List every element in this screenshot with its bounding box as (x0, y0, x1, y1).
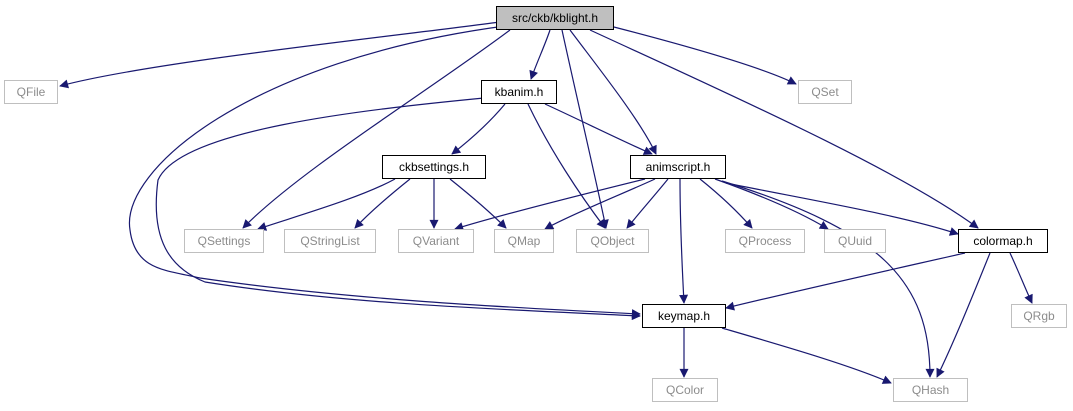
node-qfile: QFile (4, 80, 58, 104)
edge-ckbsettings-to-qstringlist (354, 178, 411, 229)
edge-root-to-kbanim (529, 29, 551, 80)
edge-colormap-to-qrgb (1009, 252, 1033, 304)
node-qhash: QHash (893, 378, 968, 402)
edge-kbanim-to-animscript (544, 103, 653, 155)
edge-root-to-qfile (59, 21, 501, 89)
node-qset: QSet (798, 80, 852, 104)
edge-root-to-qsettings (242, 29, 511, 229)
node-keymap-h[interactable]: keymap.h (642, 304, 726, 328)
edge-ckbsettings-to-qmap (449, 178, 507, 229)
node-ckbsettings-h[interactable]: ckbsettings.h (382, 155, 486, 179)
node-qprocess: QProcess (725, 229, 805, 253)
edge-root-to-animscript (569, 29, 657, 155)
node-qsettings: QSettings (184, 229, 264, 253)
node-qmap: QMap (494, 229, 554, 253)
node-colormap-h[interactable]: colormap.h (958, 229, 1048, 253)
node-animscript-h[interactable]: animscript.h (630, 155, 726, 179)
edge-ckbsettings-to-qsettings (257, 178, 396, 231)
edge-animscript-to-quuid (714, 178, 829, 230)
edge-kbanim-to-ckbsettings (451, 103, 506, 155)
edge-root-to-keymap (128, 25, 641, 319)
edge-animscript-to-qmap (544, 178, 656, 230)
node-kblight-h: src/ckb/kblight.h (496, 6, 614, 30)
edge-animscript-to-keymap (679, 178, 689, 304)
edge-animscript-to-colormap (725, 182, 959, 236)
node-qrgb: QRgb (1011, 304, 1067, 328)
edge-animscript-to-qprocess (699, 178, 753, 229)
node-kbanim-h[interactable]: kbanim.h (481, 80, 557, 104)
edge-kbanim-to-keymap (155, 97, 641, 321)
edge-animscript-to-qhash (721, 180, 935, 378)
edge-root-to-colormap (589, 29, 979, 229)
node-qvariant: QVariant (398, 229, 474, 253)
node-qobject: QObject (576, 229, 649, 253)
edge-animscript-to-qvariant (454, 178, 646, 231)
edge-animscript-to-qobject (626, 178, 669, 229)
node-quuid: QUuid (824, 229, 886, 253)
edge-colormap-to-qhash (936, 252, 991, 378)
edge-kbanim-to-qobject (527, 103, 606, 229)
edge-keymap-to-qhash (721, 327, 892, 384)
edge-root-to-qset (609, 25, 797, 85)
edge-root-to-qobject (561, 29, 609, 229)
node-qcolor: QColor (652, 378, 718, 402)
node-qstringlist: QStringList (284, 229, 376, 253)
edge-colormap-to-keymap (725, 252, 966, 311)
